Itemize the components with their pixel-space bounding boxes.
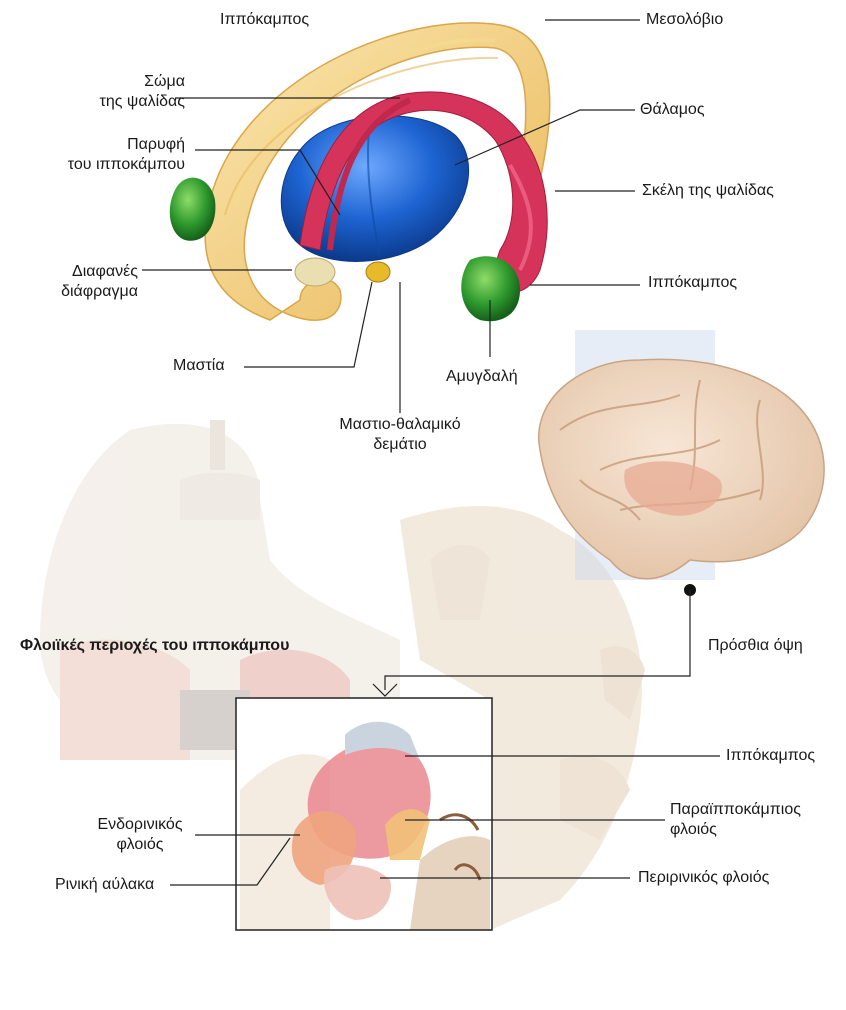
- label-fornix-body: Σώμα της ψαλίδας: [80, 72, 185, 112]
- lateral-brain-view: [539, 330, 824, 596]
- label-anterior-view: Πρόσθια όψη: [708, 636, 803, 656]
- mammillary-body: [366, 262, 390, 282]
- label-amygdala: Αμυγδαλή: [446, 367, 518, 387]
- limbic-system-illustration: [170, 23, 550, 321]
- label-corpus-callosum: Μεσολόβιο: [646, 10, 723, 30]
- label-hippocampus-right: Ιππόκαμπος: [648, 273, 737, 293]
- label-parahippocampal: Παραϊπποκάμπιος φλοιός: [670, 800, 801, 840]
- label-fimbria: Παρυφή του ιπποκάμπου: [15, 135, 185, 175]
- label-mammillary: Μαστία: [173, 356, 225, 376]
- septum-pellucidum: [295, 258, 335, 286]
- inset-box: [236, 698, 492, 930]
- section-title: Φλοιϊκές περιοχές του ιπποκάμπου: [20, 636, 289, 656]
- label-fornix-crus: Σκέλη της ψαλίδας: [642, 181, 774, 201]
- label-rhinal-sulcus: Ρινική αύλακα: [55, 875, 154, 895]
- label-thalamus: Θάλαμος: [640, 100, 705, 120]
- amygdala-left: [170, 178, 216, 241]
- label-perirhinal: Περιρινικός φλοιός: [638, 868, 769, 888]
- label-hippocampus-inset: Ιππόκαμπος: [726, 746, 815, 766]
- label-mammillothalamic: Μαστιο-θαλαμικό δεμάτιο: [315, 415, 485, 455]
- label-hippocampus-top: Ιππόκαμπος: [220, 10, 309, 30]
- label-entorhinal: Ενδορινικός φλοιός: [80, 815, 200, 855]
- label-septum: Διαφανές διάφραγμα: [20, 262, 138, 302]
